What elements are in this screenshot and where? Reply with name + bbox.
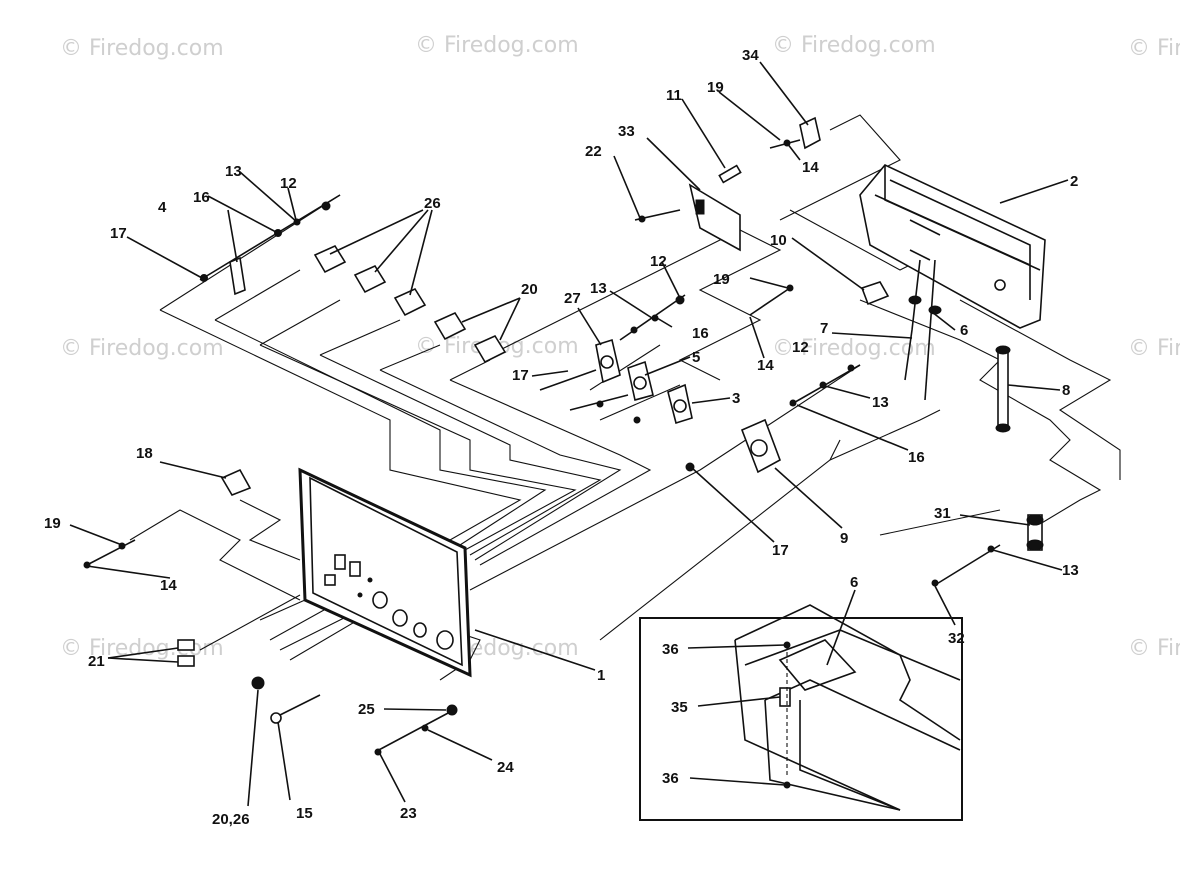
callout-8: 8 bbox=[1062, 382, 1070, 399]
watermark: © Firedog.com bbox=[415, 33, 579, 58]
callout-19: 19 bbox=[707, 79, 724, 96]
callout-25: 25 bbox=[358, 701, 375, 718]
callout-13: 13 bbox=[590, 280, 607, 297]
callout-13: 13 bbox=[1062, 562, 1079, 579]
callout-12: 12 bbox=[792, 339, 809, 356]
callout-35: 35 bbox=[671, 699, 688, 716]
callout-36: 36 bbox=[662, 641, 679, 658]
callout-16: 16 bbox=[908, 449, 925, 466]
callout-6-inset: 6 bbox=[850, 574, 858, 591]
callout-2: 2 bbox=[1070, 173, 1078, 190]
callout-16: 16 bbox=[692, 325, 709, 342]
callout-1: 1 bbox=[597, 667, 605, 684]
callout-14: 14 bbox=[757, 357, 774, 374]
callout-16: 16 bbox=[193, 189, 210, 206]
terminal-board bbox=[634, 164, 742, 252]
callout-27: 27 bbox=[564, 290, 581, 307]
leader-lines bbox=[69, 61, 1069, 807]
switch-and-leads bbox=[749, 259, 1011, 433]
callout-19: 19 bbox=[44, 515, 61, 532]
watermark: © Firedog.com bbox=[60, 336, 224, 361]
detail-inset bbox=[639, 604, 963, 821]
front-panel bbox=[298, 467, 472, 678]
callout-11: 11 bbox=[666, 87, 682, 104]
callout-4: 4 bbox=[158, 199, 167, 216]
outlet-4 bbox=[199, 194, 341, 296]
callout-12: 12 bbox=[280, 175, 297, 192]
callout-5: 5 bbox=[692, 349, 700, 366]
callout-14: 14 bbox=[160, 577, 177, 594]
callout-21: 21 bbox=[88, 653, 105, 670]
watermark: © Firedog.com bbox=[1128, 36, 1180, 61]
callout-20-26: 20,26 bbox=[212, 811, 250, 828]
wiring-harness bbox=[129, 114, 1121, 681]
callout-31: 31 bbox=[934, 505, 951, 522]
callout-23: 23 bbox=[400, 805, 417, 822]
callout-32: 32 bbox=[948, 630, 965, 647]
callout-17: 17 bbox=[772, 542, 789, 559]
callout-3: 3 bbox=[732, 390, 740, 407]
callout-17: 17 bbox=[110, 225, 127, 242]
callout-13: 13 bbox=[225, 163, 242, 180]
left-parts bbox=[83, 468, 458, 756]
breaker-34 bbox=[769, 116, 821, 150]
fasteners-right bbox=[619, 294, 861, 472]
rear-enclosure bbox=[859, 164, 1046, 329]
callout-18: 18 bbox=[136, 445, 153, 462]
watermark: © Firedog.com bbox=[772, 33, 936, 58]
callout-13: 13 bbox=[872, 394, 889, 411]
watermark: © Firedog.com bbox=[1128, 636, 1180, 661]
watermark: © Firedog.com bbox=[60, 36, 224, 61]
callout-20: 20 bbox=[521, 281, 538, 298]
breakers-26-20 bbox=[313, 244, 507, 364]
callout-24: 24 bbox=[497, 759, 514, 776]
callout-34: 34 bbox=[742, 47, 759, 64]
callout-33: 33 bbox=[618, 123, 635, 140]
callout-10: 10 bbox=[770, 232, 787, 249]
callout-36: 36 bbox=[662, 770, 679, 787]
callout-14: 14 bbox=[802, 159, 819, 176]
outlets-small bbox=[539, 338, 693, 425]
callout-19: 19 bbox=[713, 271, 730, 288]
callout-12: 12 bbox=[650, 253, 667, 270]
watermarks: © Firedog.com © Firedog.com © Firedog.co… bbox=[60, 33, 1180, 661]
callout-22: 22 bbox=[585, 143, 602, 160]
callout-15: 15 bbox=[296, 805, 313, 822]
outlet-9 bbox=[740, 418, 781, 474]
callout-9: 9 bbox=[840, 530, 848, 547]
watermark: © Firedog.com bbox=[60, 636, 224, 661]
part-31 bbox=[931, 514, 1044, 587]
callout-7: 7 bbox=[820, 320, 828, 337]
callout-6: 6 bbox=[960, 322, 968, 339]
callout-17: 17 bbox=[512, 367, 529, 384]
callout-26: 26 bbox=[424, 195, 441, 212]
callout-labels: 2 1 3 4 5 6 6 7 8 9 10 11 12 12 12 13 13… bbox=[44, 47, 1079, 828]
watermark: © Firedog.com bbox=[1128, 336, 1180, 361]
